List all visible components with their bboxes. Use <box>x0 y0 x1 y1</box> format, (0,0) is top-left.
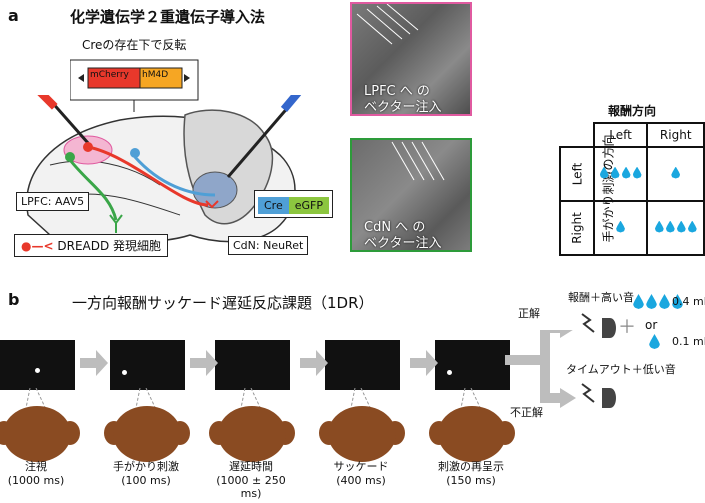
lpfc-label: LPFC: AAV5 <box>16 192 90 211</box>
mri-cdn-caption-2: ベクター注入 <box>364 236 442 251</box>
reward-small-drop <box>648 334 661 353</box>
task-screen-3 <box>215 340 290 390</box>
monkey-head-icon <box>429 388 515 462</box>
amount-small: 0.1 ml <box>672 335 705 348</box>
incorrect-label: 不正解 <box>510 406 543 419</box>
construct-diagram <box>70 59 199 112</box>
plus-icon: ＋ <box>618 317 636 338</box>
mri-cdn-caption-1: CdN へ の <box>364 220 426 235</box>
construct-mcherry: mCherry <box>90 70 129 80</box>
dreadd-label: DREADD 発現細胞 <box>57 239 162 253</box>
correct-label: 正解 <box>518 307 540 320</box>
dreadd-cell-icon: ●—< <box>21 239 54 253</box>
cre-flip-label: Creの存在下で反転 <box>82 38 187 52</box>
reward-table: Left Right Left Right <box>559 122 705 256</box>
step-duration: (150 ms) <box>446 474 496 487</box>
timeout-low-tone-label: タイムアウト＋低い音 <box>566 363 676 376</box>
task-screen-5 <box>435 340 510 390</box>
fixation-dot <box>447 370 452 375</box>
task-screen-2 <box>110 340 185 390</box>
fixation-dot <box>35 368 40 373</box>
monkey-head-icon <box>104 388 190 462</box>
panel-a-title: 化学遺伝学２重遺伝子導入法 <box>70 8 266 26</box>
monkey-head-icon <box>209 388 295 462</box>
panel-b-title: 一方向報酬サッケード遅延反応課題（1DR） <box>72 294 374 312</box>
cell-right-right <box>646 200 705 256</box>
col-left: Left <box>592 122 649 148</box>
monkey-head-icon <box>319 388 405 462</box>
monkey-head-icon <box>0 388 80 462</box>
mri-lpfc-image: LPFC へ の ベクター注入 <box>350 2 472 116</box>
reward-direction-title: 報酬方向 <box>608 104 657 118</box>
row-left: Left <box>559 146 595 202</box>
mri-lpfc-caption-1: LPFC へ の <box>364 84 430 99</box>
task-screen-1 <box>0 340 75 390</box>
mri-cdn-image: CdN へ の ベクター注入 <box>350 138 472 252</box>
step-duration: (100 ms) <box>121 474 171 487</box>
reward-large-drops <box>632 294 684 313</box>
cre-segment: Cre <box>258 197 289 214</box>
dreadd-legend: ●—< DREADD 発現細胞 <box>14 234 169 257</box>
mri-lpfc-caption-2: ベクター注入 <box>364 100 442 115</box>
egfp-segment: eGFP <box>288 197 329 214</box>
step-name: 手がかり刺激 <box>113 460 179 473</box>
speaker-icon-high <box>581 313 616 338</box>
speaker-icon-low <box>581 383 616 408</box>
col-right: Right <box>646 122 705 148</box>
cdn-label: CdN: NeuRet <box>228 236 309 255</box>
row-right: Right <box>559 200 595 256</box>
step-name: サッケード <box>333 460 389 473</box>
panel-a-letter: a <box>8 6 19 25</box>
panel-b-letter: b <box>8 290 20 309</box>
step-name: 刺激の再呈示 <box>438 460 504 473</box>
sequence-arrows <box>80 330 576 408</box>
or-text: or <box>645 318 658 332</box>
step-duration: (1000 ± 250 ms) <box>216 474 286 500</box>
fixation-dot <box>122 370 127 375</box>
amount-large: 0.4 ml <box>672 295 705 308</box>
brain-schematic <box>26 95 302 244</box>
step-name: 遅延時間 <box>229 460 273 473</box>
cell-right-left <box>592 200 649 256</box>
reward-high-tone-label: 報酬＋高い音 <box>568 291 634 304</box>
step-duration: (400 ms) <box>336 474 386 487</box>
step-duration: (1000 ms) <box>7 474 65 487</box>
task-screen-4 <box>325 340 400 390</box>
cell-left-right <box>646 146 705 202</box>
construct-hm4d: hM4D <box>142 70 169 80</box>
cell-left-left <box>592 146 649 202</box>
step-name: 注視 <box>25 460 47 473</box>
